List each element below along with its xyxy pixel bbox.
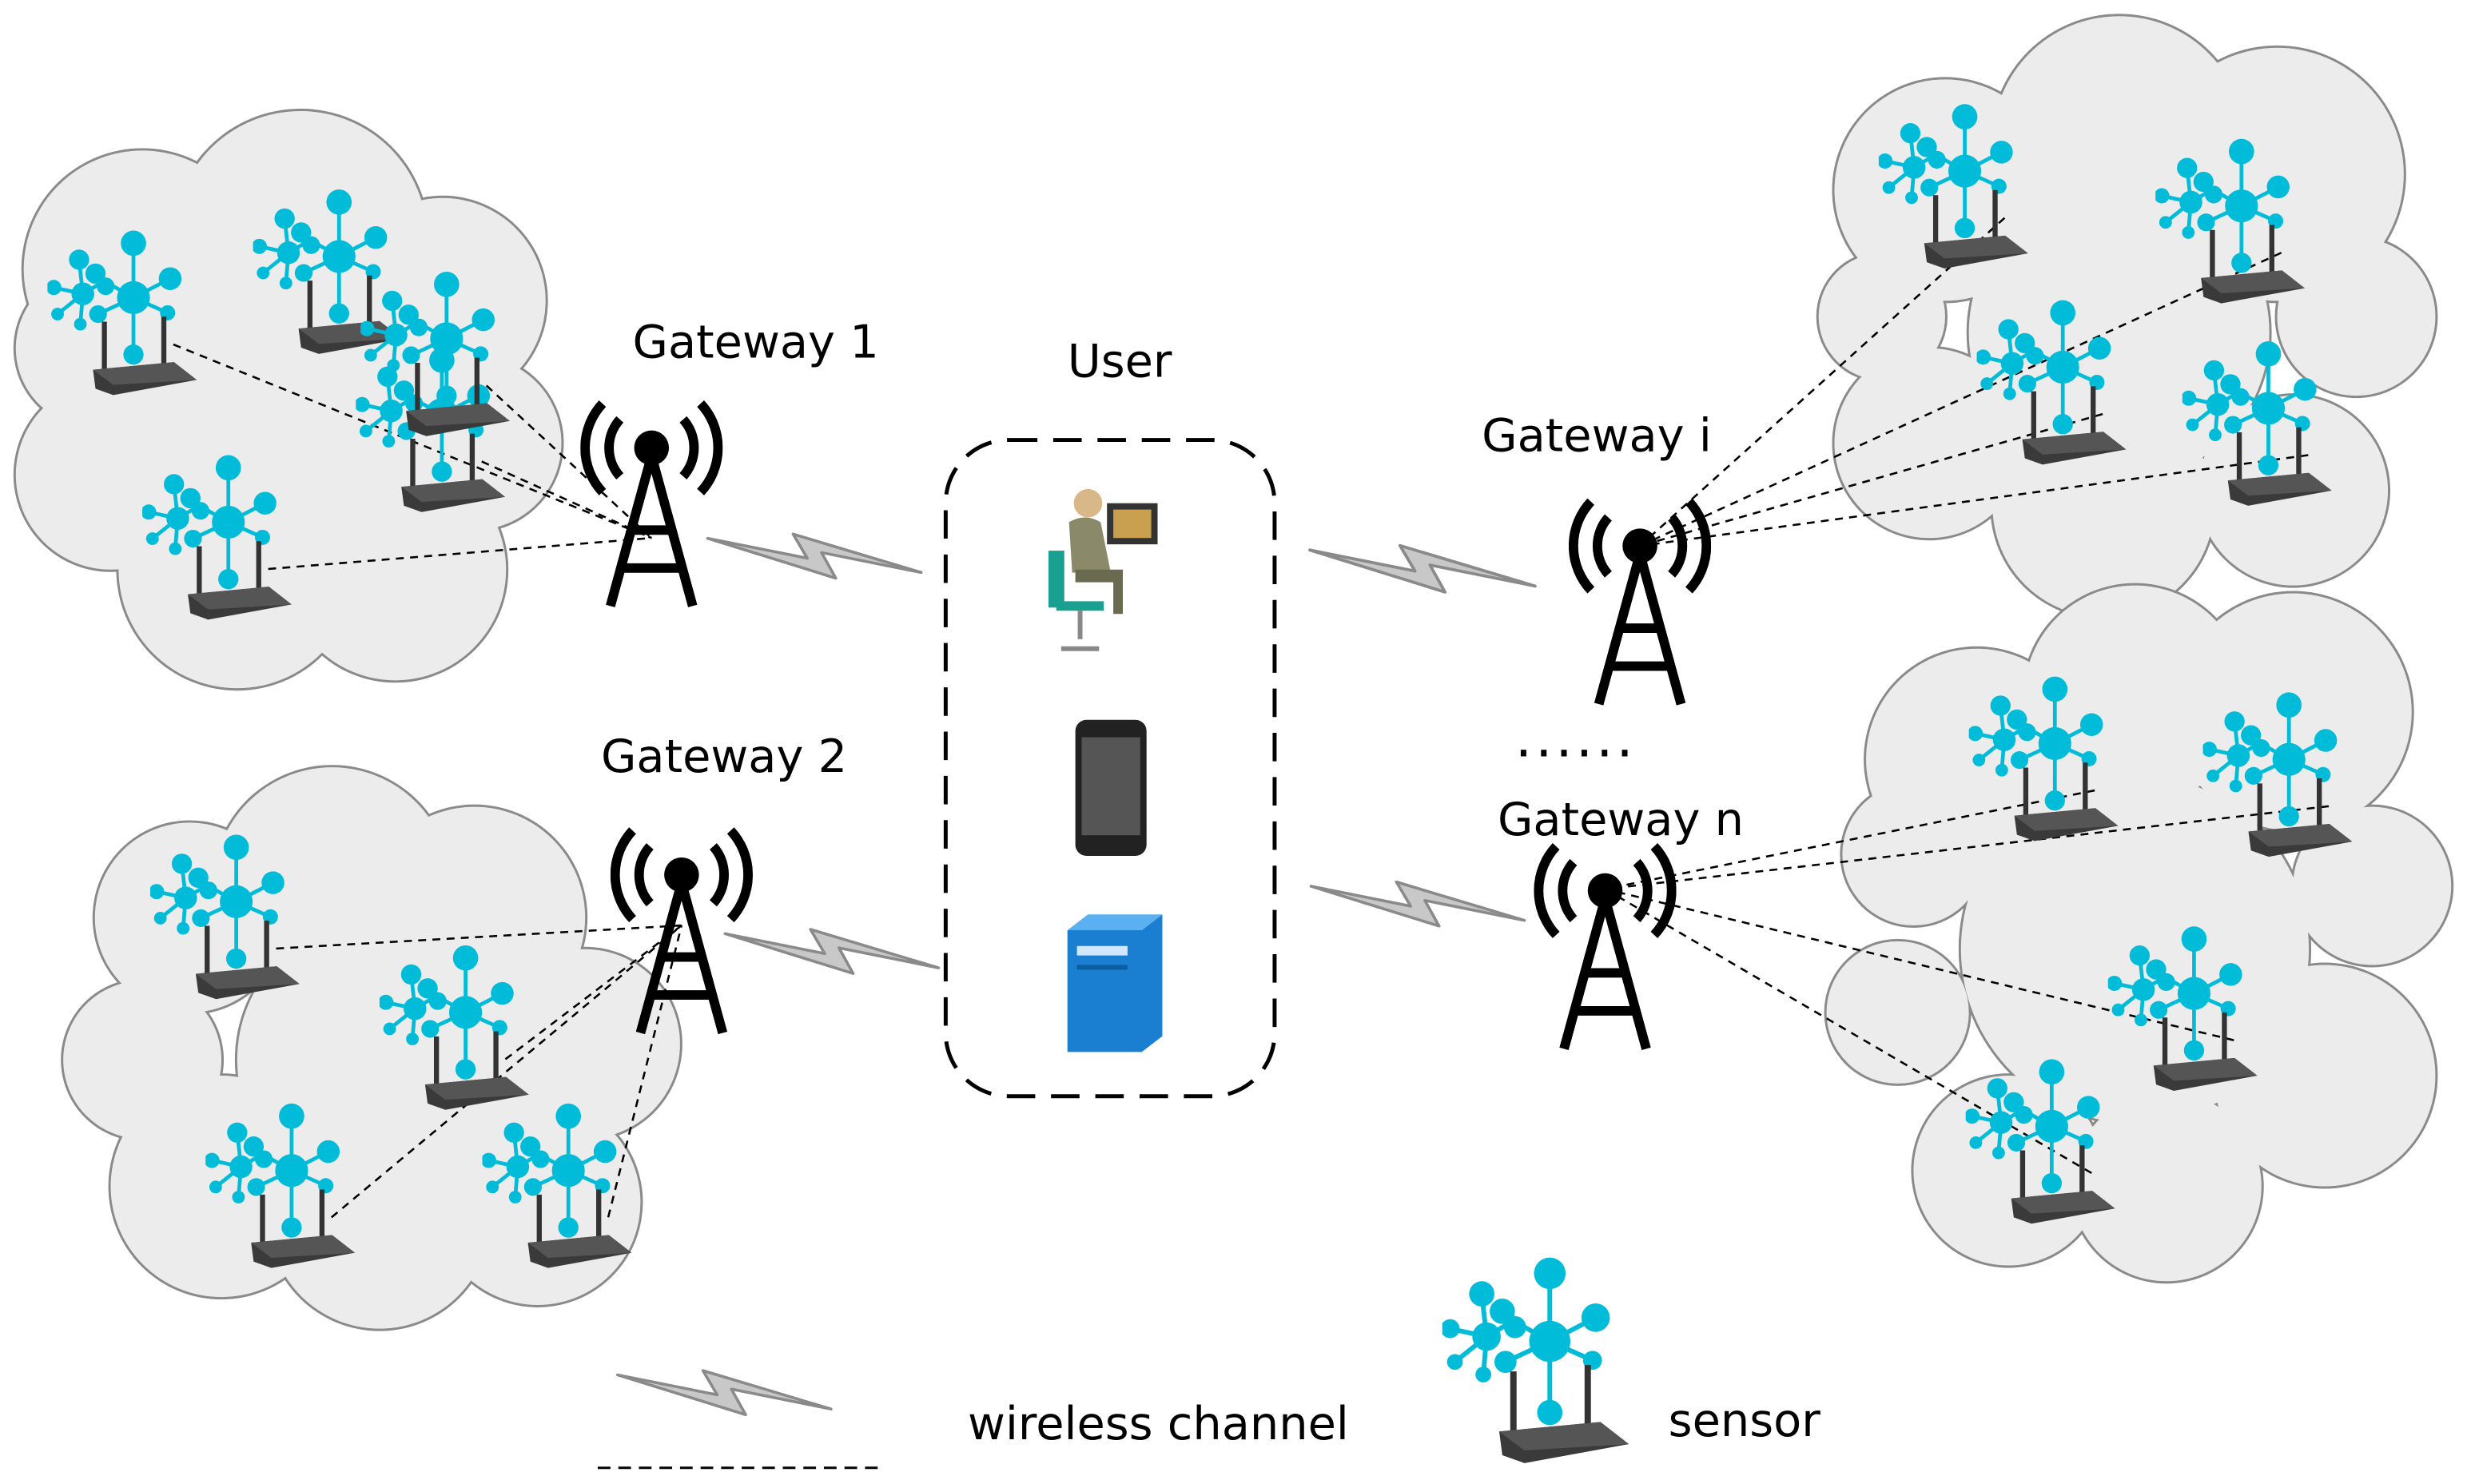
gateway-n-label: Gateway n xyxy=(1498,793,1744,846)
legend: wireless channel sensor xyxy=(598,1258,1821,1470)
wired-link-dashed xyxy=(330,925,682,1219)
user-group: User xyxy=(943,334,1277,1099)
gateway-i-label: Gateway i xyxy=(1482,408,1712,462)
gateway-tower-icon xyxy=(585,404,718,606)
user-label: User xyxy=(1068,334,1172,388)
wired-link-dashed xyxy=(485,384,653,539)
gateway-n: Gateway n xyxy=(1498,793,1744,1048)
more-gateways-ellipsis: ...... xyxy=(1515,706,1637,769)
gateway-1-label: Gateway 1 xyxy=(633,316,879,369)
wired-link-dashed xyxy=(1639,412,2103,547)
wireless-bolt-icon xyxy=(723,928,941,976)
legend-sensor-icon xyxy=(1441,1258,1629,1463)
wired-link-dashed xyxy=(1639,217,2006,547)
gateway-i: Gateway i xyxy=(1482,408,1712,704)
user-dashed-box xyxy=(943,438,1277,1099)
legend-wireless-bolt-icon xyxy=(618,1371,831,1414)
wired-link-dashed xyxy=(1639,252,2282,547)
sensor-network-cloud xyxy=(1816,14,2438,620)
wired-link-dashed xyxy=(276,924,682,950)
sensor-network-cloud xyxy=(1824,583,2454,1284)
gateway-tower-icon xyxy=(1538,846,1671,1048)
wired-link-dashed xyxy=(1639,454,2309,547)
wired-link-dashed xyxy=(481,460,652,539)
wired-link-dashed xyxy=(268,536,652,571)
user-at-computer-icon xyxy=(1048,488,1158,651)
legend-sensor-label: sensor xyxy=(1669,1394,1821,1447)
wired-link-dashed xyxy=(1605,789,2095,890)
wireless-bolt-icon xyxy=(1310,546,1535,592)
gateway-1: Gateway 1 xyxy=(585,316,879,607)
wireless-bolt-icon xyxy=(1311,882,1524,926)
wired-link-dashed xyxy=(1605,805,2330,890)
gateway-2: Gateway 2 xyxy=(601,730,847,1033)
smartphone-icon xyxy=(1075,719,1147,856)
server-icon xyxy=(1067,914,1163,1052)
wired-link-dashed xyxy=(607,925,683,1218)
legend-wireless-channel-label: wireless channel xyxy=(968,1397,1349,1450)
gateway-2-label: Gateway 2 xyxy=(601,730,847,783)
wireless-bolt-icon xyxy=(706,532,923,580)
